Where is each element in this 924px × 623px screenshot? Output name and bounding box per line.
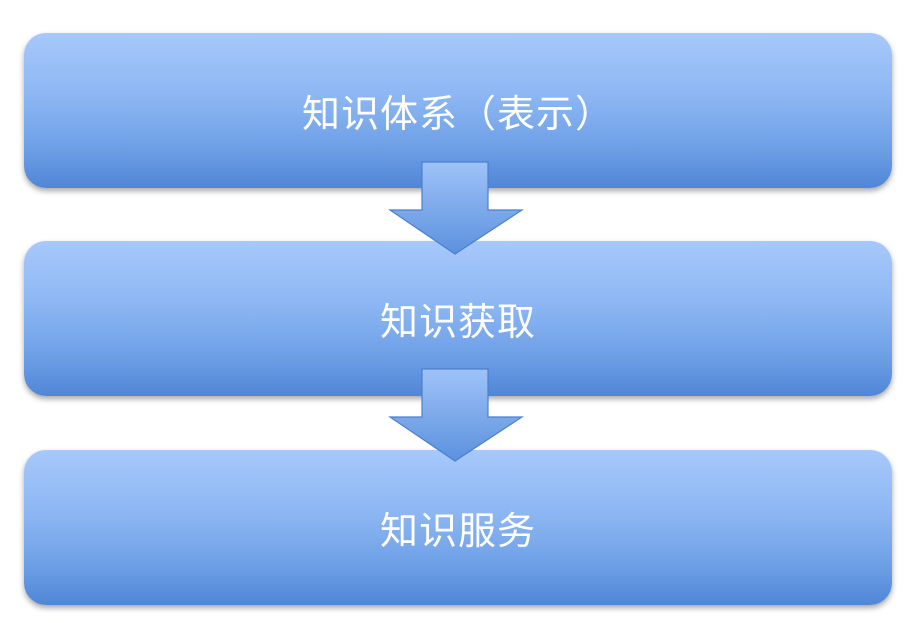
step-label-knowledge-service: 知识服务 (379, 509, 536, 553)
step-box-knowledge-service: 知识服务 (24, 450, 892, 605)
step-label-knowledge-system: 知识体系（表示） (301, 92, 614, 136)
down-arrow-icon (388, 161, 524, 255)
down-arrow-icon (388, 368, 524, 462)
step-label-knowledge-acquisition: 知识获取 (379, 300, 536, 344)
